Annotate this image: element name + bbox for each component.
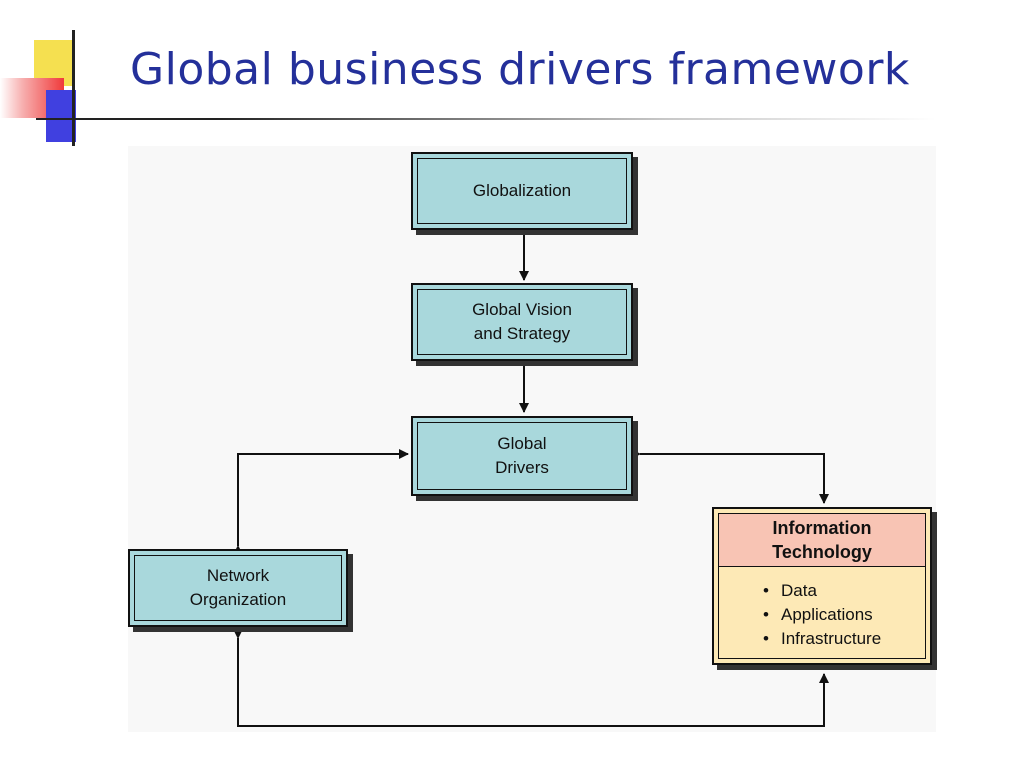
it-list-item: •Applications (763, 605, 873, 624)
arrow-drivers-it (631, 449, 829, 504)
node-global-vision-label: Global Vision and Strategy (472, 300, 572, 343)
node-globalization: Globalization (411, 152, 633, 230)
it-body: •Data •Applications •Infrastructure (718, 567, 926, 659)
diagram-panel: Globalization Global Vision and Strategy… (128, 146, 936, 732)
arrow-network-it (233, 629, 829, 727)
slide-title: Global business drivers framework (130, 44, 910, 95)
node-global-drivers: Global Drivers (411, 416, 633, 496)
it-list-item: •Infrastructure (763, 629, 882, 648)
arrow-network-drivers (233, 449, 409, 555)
decor-blue-square (46, 90, 76, 142)
decor-vertical-line (72, 30, 75, 146)
it-list-item: •Data (763, 581, 817, 600)
node-global-vision-strategy: Global Vision and Strategy (411, 283, 633, 361)
node-network-organization: Network Organization (128, 549, 348, 627)
title-underline (36, 118, 936, 120)
node-globalization-label: Globalization (472, 181, 572, 200)
node-network-organization-label: Network Organization (189, 566, 287, 609)
connector-arrows (233, 234, 829, 727)
it-title-line-2: Technology (772, 542, 872, 562)
node-information-technology: Information Technology •Data •Applicatio… (712, 507, 932, 665)
node-global-drivers-label: Global Drivers (495, 434, 549, 477)
it-title-line-1: Information (772, 518, 872, 538)
it-header: Information Technology (718, 513, 926, 567)
